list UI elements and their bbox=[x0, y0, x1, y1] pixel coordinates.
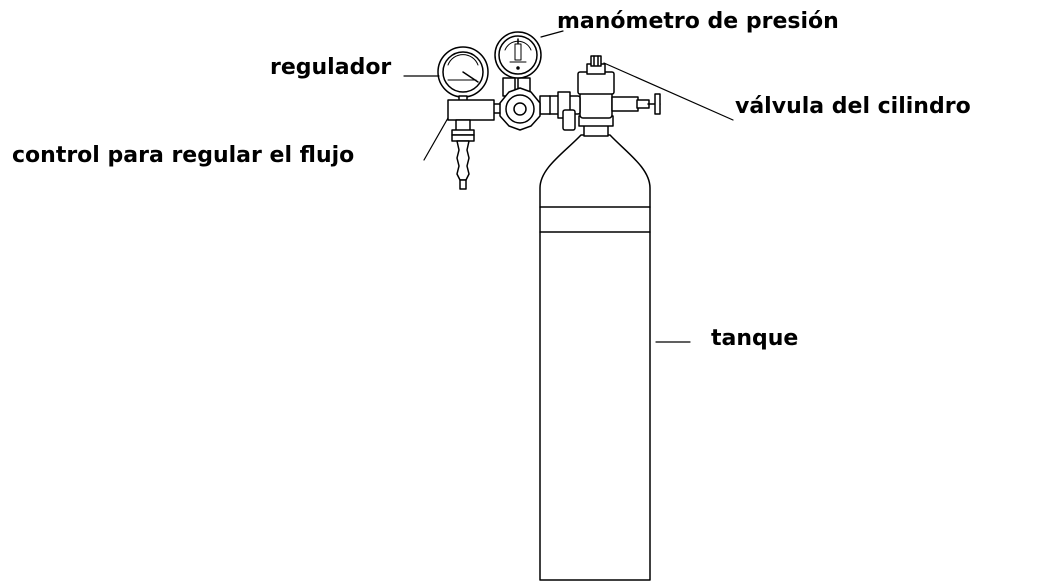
yoke-connection bbox=[547, 91, 581, 131]
label-regulator: regulador bbox=[270, 55, 392, 80]
tank-body bbox=[539, 134, 651, 581]
leader-lines bbox=[403, 30, 734, 343]
leader-valvula bbox=[603, 62, 734, 121]
leader-manometro bbox=[540, 30, 564, 38]
leader-control bbox=[423, 117, 449, 161]
label-pressure-gauge: manómetro de presión bbox=[557, 9, 839, 34]
regulator-body bbox=[469, 77, 551, 131]
regulator-gauge bbox=[437, 46, 489, 105]
label-tank: tanque bbox=[711, 326, 799, 351]
pressure-gauge bbox=[494, 31, 542, 79]
label-flow-control: control para regular el flujo bbox=[12, 143, 355, 168]
flow-control bbox=[447, 99, 495, 190]
cylinder-valve bbox=[577, 55, 661, 137]
label-cylinder-valve: válvula del cilindro bbox=[735, 94, 971, 119]
